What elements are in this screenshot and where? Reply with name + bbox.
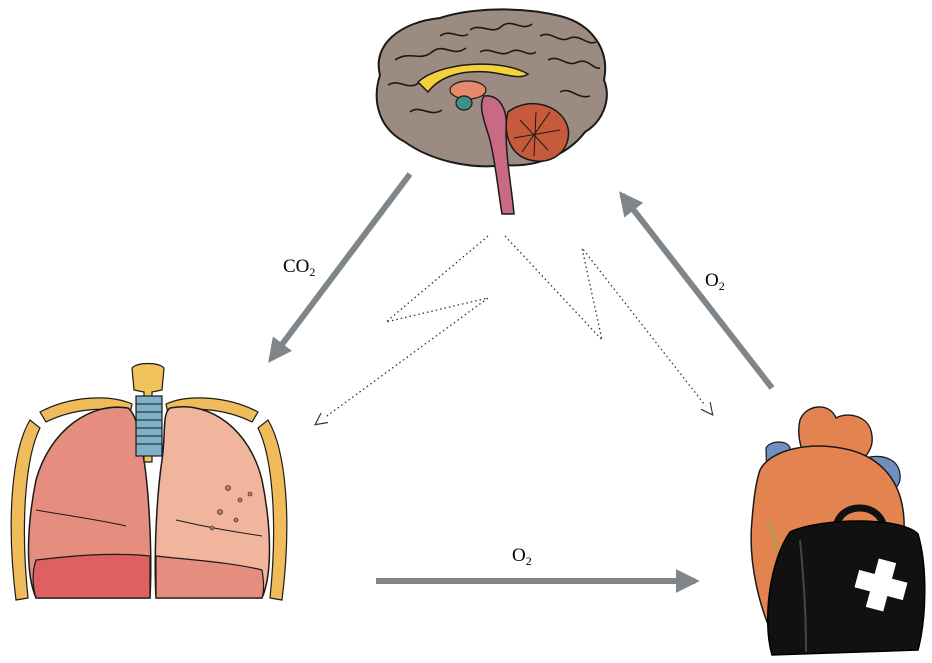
label-brain-to-lungs-sub: 2 bbox=[309, 265, 315, 279]
label-brain-to-lungs-base: CO bbox=[283, 256, 309, 277]
arrow-heart-to-brain bbox=[622, 195, 772, 388]
label-heart-to-brain-base: O bbox=[705, 270, 719, 291]
label-lungs-to-heart-sub: 2 bbox=[526, 554, 532, 568]
label-heart-to-brain: O2 bbox=[705, 271, 725, 292]
label-heart-to-brain-sub: 2 bbox=[719, 279, 725, 293]
dotted-arrow-brain-to-heart bbox=[505, 236, 712, 414]
heart-with-medical-bag-icon bbox=[751, 407, 925, 655]
lungs-icon bbox=[11, 364, 287, 601]
brain-icon bbox=[377, 9, 607, 214]
label-brain-to-lungs: CO2 bbox=[283, 257, 315, 278]
label-lungs-to-heart-base: O bbox=[512, 545, 526, 566]
label-lungs-to-heart: O2 bbox=[512, 546, 532, 567]
